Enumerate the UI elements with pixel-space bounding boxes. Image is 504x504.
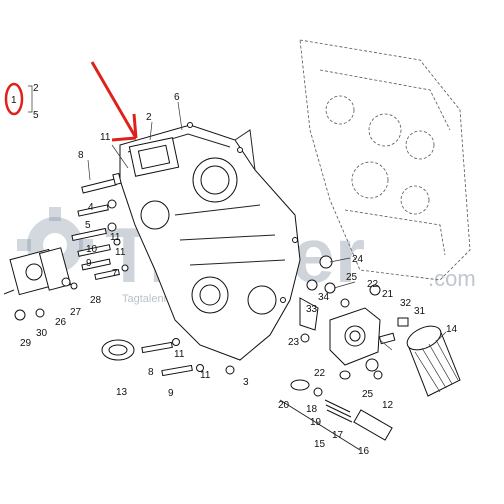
engine-block-outline <box>299 39 471 281</box>
oil-filter-14 <box>406 325 461 397</box>
callout-10: 10 <box>86 244 98 255</box>
legend-item-2: 2 <box>33 83 39 94</box>
bolt-9-upper <box>81 258 111 271</box>
bolts-left <box>71 172 129 281</box>
bolt-8-upper <box>81 172 122 194</box>
callout-11-d: 11 <box>174 349 185 360</box>
legend-red-circle <box>4 82 24 116</box>
callout-5: 5 <box>85 220 91 231</box>
callout-29: 29 <box>20 338 32 349</box>
oil-filter-assembly <box>299 255 461 397</box>
seal-ring-13 <box>101 339 135 361</box>
callout-23: 23 <box>288 337 300 348</box>
callout-11-top: 11 <box>100 132 111 143</box>
callout-33: 33 <box>306 304 318 315</box>
callout-14: 14 <box>446 324 458 335</box>
callout-11-e: 11 <box>200 370 211 381</box>
callout-22-top: 22 <box>367 279 379 290</box>
leader-lines <box>87 101 447 351</box>
callout-22-b: 22 <box>314 368 326 379</box>
callout-28: 28 <box>90 295 102 306</box>
watermark-tagline: Tagtalenio <box>122 293 172 305</box>
callout-15: 15 <box>314 439 326 450</box>
legend: 1 2 5 <box>4 82 39 121</box>
red-arrow-annotation <box>90 61 138 142</box>
callout-8-b: 8 <box>148 367 154 378</box>
callout-11-c: 11 <box>115 247 126 258</box>
relief-valve-assembly <box>279 370 393 451</box>
callout-25-top: 25 <box>346 272 358 283</box>
callout-34: 34 <box>318 292 330 303</box>
callout-7: 7 <box>112 268 118 279</box>
callout-labels: 2 6 11 8 4 5 11 10 11 9 7 28 27 26 30 29… <box>20 92 458 457</box>
callout-3: 3 <box>243 377 249 388</box>
callout-9-b: 9 <box>168 388 174 399</box>
callout-12: 12 <box>382 400 394 411</box>
callout-20: 20 <box>278 400 290 411</box>
callout-11-b: 11 <box>110 232 121 243</box>
legend-circled-number: 1 <box>11 95 17 106</box>
pump-cover-assembly <box>3 247 78 321</box>
callout-31: 31 <box>414 306 426 317</box>
callout-21: 21 <box>382 289 394 300</box>
callout-17: 17 <box>332 430 344 441</box>
callout-27: 27 <box>70 307 82 318</box>
callout-9-upper: 9 <box>86 258 92 269</box>
bolt-5 <box>71 222 117 242</box>
callout-18: 18 <box>306 404 318 415</box>
callout-19: 19 <box>310 417 322 428</box>
bolt-4 <box>77 199 117 217</box>
callout-32: 32 <box>400 298 412 309</box>
callout-30: 30 <box>36 328 48 339</box>
callout-26: 26 <box>55 317 67 328</box>
callout-24: 24 <box>352 254 364 265</box>
callout-4: 4 <box>88 202 94 213</box>
callout-16: 16 <box>358 446 370 457</box>
watermark-domain: .com <box>428 266 476 291</box>
callout-25-b: 25 <box>362 389 374 400</box>
callout-13: 13 <box>116 387 128 398</box>
callout-6: 6 <box>174 92 180 103</box>
gear-case-housing <box>119 122 301 361</box>
callout-2: 2 <box>146 112 152 123</box>
bolt-7 <box>94 264 129 281</box>
callout-8-top: 8 <box>78 150 84 161</box>
bolt-10 <box>77 238 121 257</box>
bolts-lower <box>141 338 235 377</box>
legend-item-5: 5 <box>33 110 39 121</box>
